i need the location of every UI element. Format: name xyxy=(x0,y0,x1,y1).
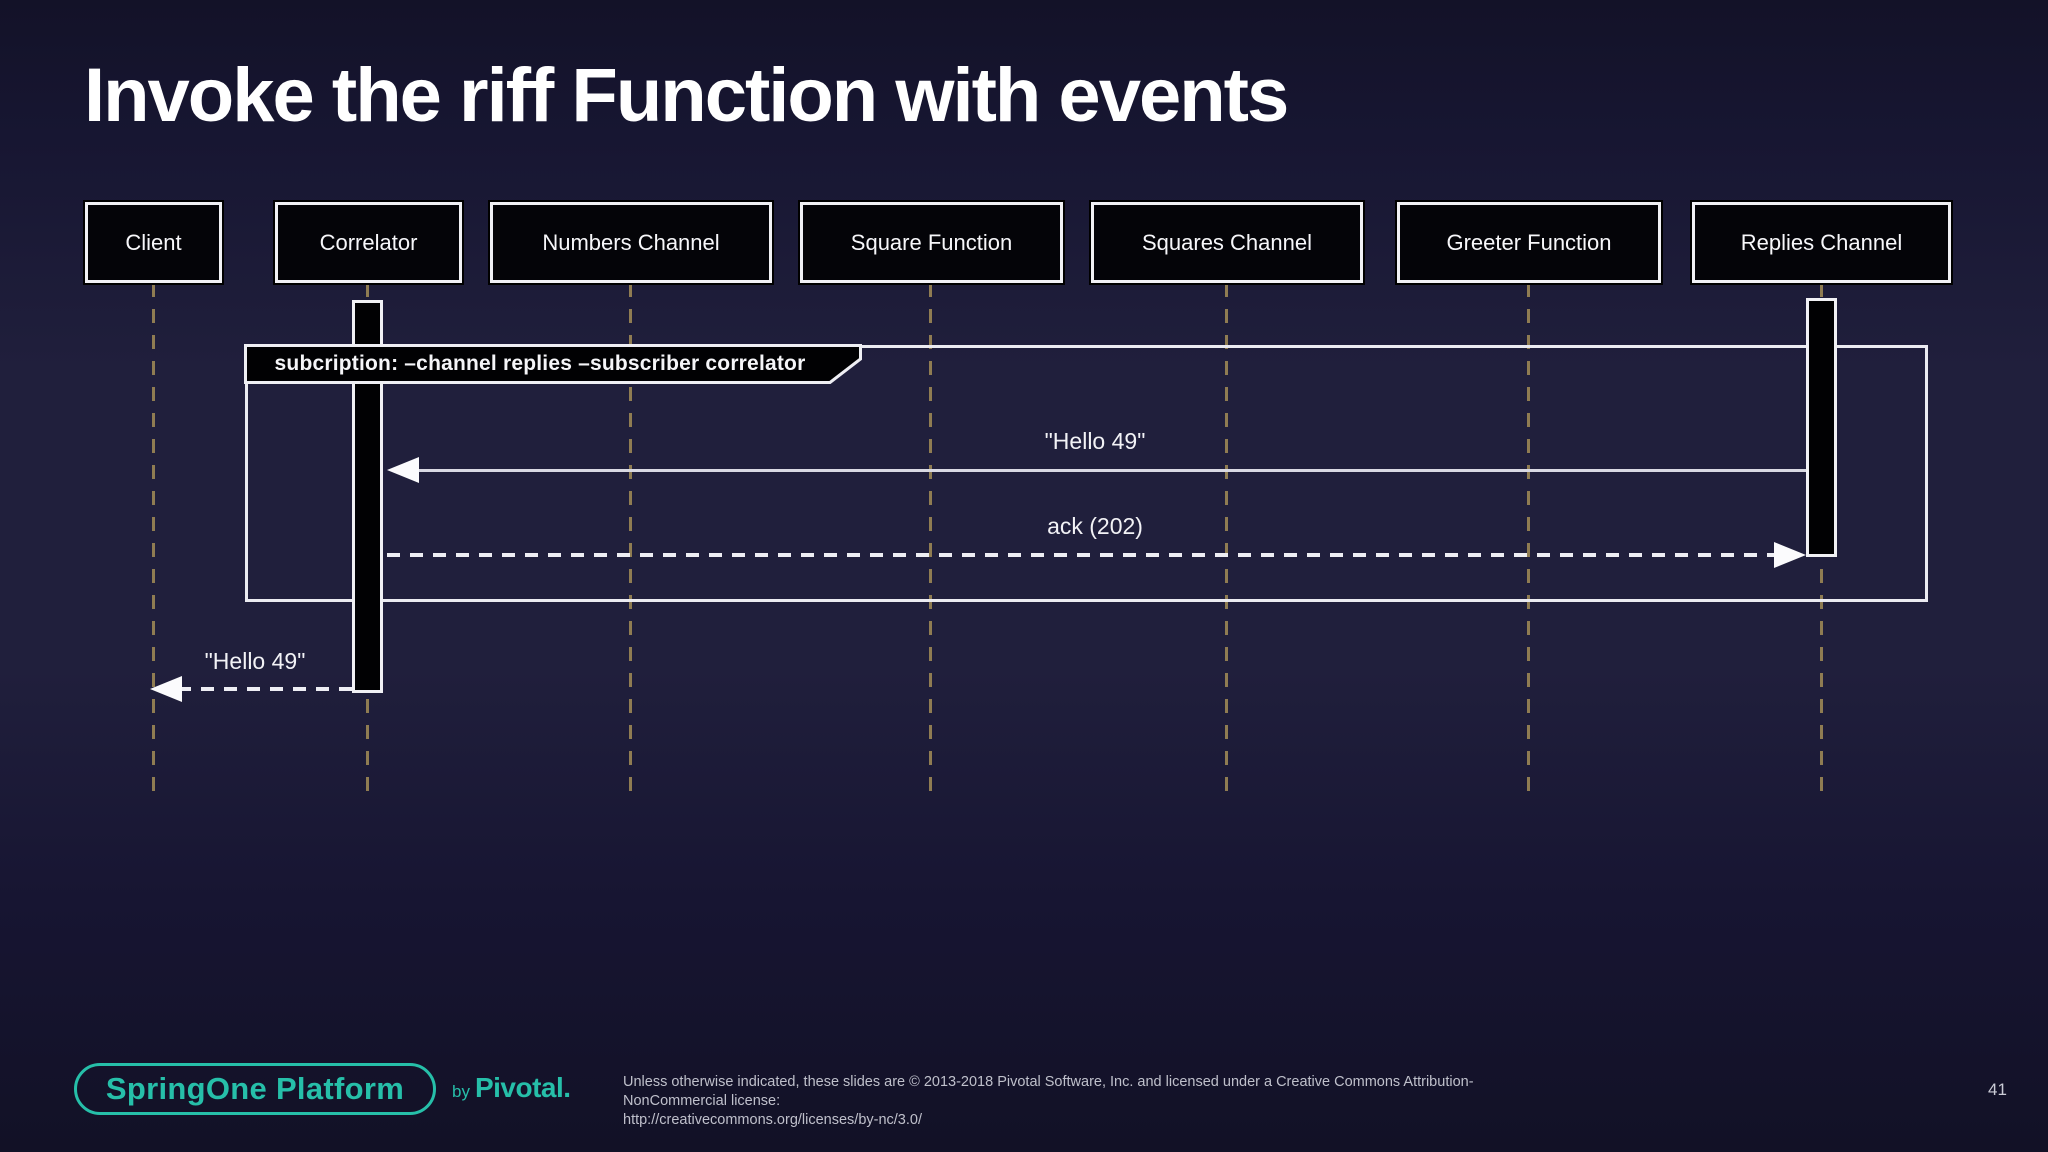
participant-label: Correlator xyxy=(319,229,418,255)
lifeline-client xyxy=(152,283,155,795)
lifeline-greeter-function xyxy=(1527,283,1530,795)
participant-client: Client xyxy=(85,202,222,283)
license-text: Unless otherwise indicated, these slides… xyxy=(623,1073,1543,1130)
activation-replies-channel xyxy=(1806,298,1837,557)
by-text: by xyxy=(452,1082,470,1101)
by-pivotal-logo: by Pivotal. xyxy=(452,1072,571,1104)
message-hello49-label: "Hello 49" xyxy=(1044,428,1146,454)
subscription-frame xyxy=(245,345,1928,602)
page-number: 41 xyxy=(1988,1080,2007,1099)
participant-label: Squares Channel xyxy=(1141,229,1312,255)
arrowhead-left-icon xyxy=(150,676,182,702)
message-hello49-client-label: "Hello 49" xyxy=(204,648,306,674)
message-ack202-line xyxy=(387,553,1774,557)
participant-correlator: Correlator xyxy=(275,202,462,283)
participant-label: Square Function xyxy=(850,229,1013,255)
logo-text: SpringOne Platform xyxy=(105,1071,405,1106)
springone-platform-logo: SpringOne Platform xyxy=(74,1063,436,1115)
participant-label: Replies Channel xyxy=(1740,229,1903,255)
lifeline-numbers-channel xyxy=(629,283,632,795)
message-hello49-client-line xyxy=(178,687,352,691)
license-line-1: Unless otherwise indicated, these slides… xyxy=(623,1074,1474,1109)
participant-label: Greeter Function xyxy=(1446,229,1612,255)
license-line-2: http://creativecommons.org/licenses/by-n… xyxy=(623,1112,922,1128)
lifeline-squares-channel xyxy=(1225,283,1228,795)
participant-greeter-function: Greeter Function xyxy=(1397,202,1661,283)
participant-squares-channel: Squares Channel xyxy=(1091,202,1363,283)
lifeline-square-function xyxy=(929,283,932,795)
frame-label-text: subcription: –channel replies –subscribe… xyxy=(274,351,806,375)
message-hello49-line xyxy=(410,469,1806,472)
arrowhead-right-icon xyxy=(1774,542,1806,568)
participant-square-function: Square Function xyxy=(800,202,1063,283)
participant-replies-channel: Replies Channel xyxy=(1692,202,1951,283)
participant-label: Numbers Channel xyxy=(542,229,720,255)
message-ack202-label: ack (202) xyxy=(1047,513,1143,539)
subscription-frame-label: subcription: –channel replies –subscribe… xyxy=(244,344,864,384)
frame-label-pentagon-shape xyxy=(244,344,862,384)
arrowhead-left-icon xyxy=(387,457,419,483)
participant-numbers-channel: Numbers Channel xyxy=(490,202,772,283)
pivotal-brand-text: Pivotal. xyxy=(474,1072,571,1103)
participant-label: Client xyxy=(125,229,182,255)
slide-title: Invoke the riff Function with events xyxy=(84,53,1289,138)
